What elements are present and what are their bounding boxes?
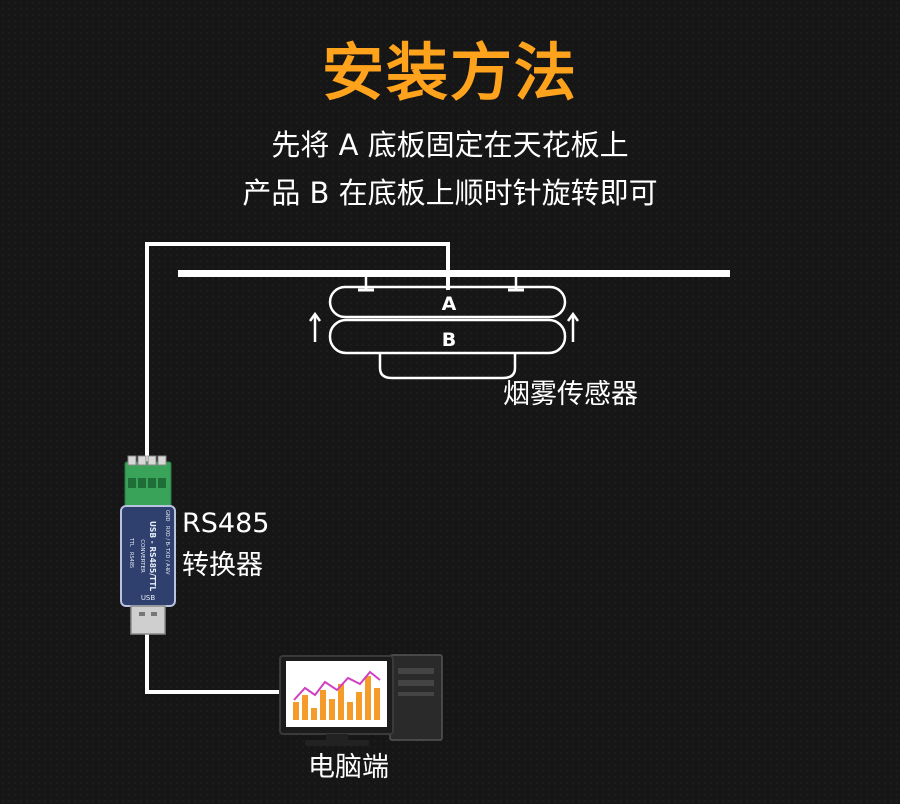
pc-tower <box>389 654 443 741</box>
usb-plug <box>130 605 166 635</box>
converter-name-line2: 转换器 <box>182 550 263 581</box>
side-label-ttl: TTL <box>128 537 134 547</box>
label-b: B <box>442 329 456 351</box>
pin-label-gnd: GND <box>164 510 170 522</box>
usb-text: USB <box>141 594 156 602</box>
screen-chart <box>293 670 381 720</box>
converter-name-line1: RS485 <box>182 508 270 539</box>
base-plate-a <box>328 285 567 319</box>
ceiling-line <box>178 270 730 277</box>
product-body-b <box>328 318 567 355</box>
label-a: A <box>442 293 457 315</box>
smoke-sensor <box>308 277 580 380</box>
rs485-converter: USB - RS485/TTL CONVERTER GND RXD / B- T… <box>120 455 176 635</box>
pin-label-rxd: RXD / B- <box>164 526 170 547</box>
converter-body-text: USB - RS485/TTL <box>148 521 157 592</box>
pin-label-5v: 5V <box>164 568 170 575</box>
pin-label-txd: TXD / A+ <box>164 547 170 571</box>
computer-name-label: 电脑端 <box>308 752 389 783</box>
sensor-dome <box>378 353 517 380</box>
converter-body-subtext: CONVERTER <box>139 539 145 573</box>
monitor-screen <box>286 661 387 727</box>
instruction-line-2: 产品 B 在底板上顺时针旋转即可 <box>242 176 658 210</box>
sensor-name-label: 烟雾传感器 <box>503 379 638 410</box>
wiring <box>145 242 450 694</box>
wire-converter-to-computer <box>145 634 282 694</box>
side-label-rs485: RS485 <box>128 552 134 568</box>
instruction-line-1: 先将 A 底板固定在天花板上 <box>271 128 629 162</box>
wire-sensor-to-converter <box>145 242 450 462</box>
computer-illustration <box>279 654 443 746</box>
page-title: 安装方法 <box>321 36 578 109</box>
